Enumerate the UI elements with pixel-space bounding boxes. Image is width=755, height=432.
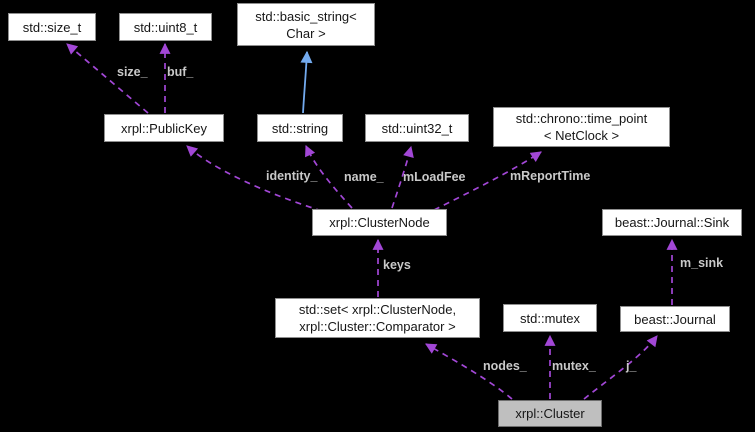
edge-size-arrow [66,43,149,114]
edge-label-size: size_ [117,65,148,79]
edge-label-name: name_ [344,170,384,184]
edge-label-mreporttime: mReportTime [510,169,591,183]
edge-label-identity: identity_ [266,169,318,183]
node-std-string: std::string [257,114,343,142]
node-label-line2: < NetClock > [543,128,620,143]
node-label-line2: Char > [286,25,326,41]
node-beast-journal-sink[interactable]: beast::Journal::Sink [602,209,742,236]
node-label: std::uint8_t [133,19,198,35]
edge-label-buf: buf_ [167,65,194,79]
node-label: xrpl::Cluster [515,406,585,421]
edge-name-arrow [305,144,353,209]
node-label: xrpl::PublicKey [121,120,207,136]
node-label: beast::Journal [634,311,716,327]
node-xrpl-publickey[interactable]: xrpl::PublicKey [104,114,224,142]
node-std-set-clusternode-comparator: std::set< xrpl::ClusterNode, xrpl::Clust… [275,298,480,338]
node-label: std::uint32_t [381,120,453,136]
edge-nodes-arrow [425,343,513,400]
node-std-chrono-time-point: std::chrono::time_point < NetClock > [493,107,670,147]
node-label-line2: xrpl::Cluster::Comparator > [299,319,456,334]
node-std-mutex: std::mutex [503,304,597,332]
node-label-line1: std::basic_string< [255,8,357,24]
node-std-uint8-t: std::uint8_t [119,13,212,41]
node-std-basic-string: std::basic_string< Char > [237,3,375,46]
node-xrpl-clusternode[interactable]: xrpl::ClusterNode [312,209,447,236]
edge-inheritance-string-to-basic-string [300,50,313,114]
edge-label-mutex: mutex_ [552,359,596,373]
node-xrpl-cluster-focus: xrpl::Cluster [498,400,602,427]
node-label: beast::Journal::Sink [614,215,730,230]
edge-load-fee-arrow [391,145,414,209]
node-std-uint32-t: std::uint32_t [365,114,469,142]
node-label: std::mutex [520,310,580,326]
node-label-line1: std::chrono::time_point [515,111,648,126]
node-beast-journal[interactable]: beast::Journal [620,306,730,332]
node-label: std::size_t [22,19,82,35]
edge-label-mloadfee: mLoadFee [403,170,466,184]
node-label-line1: std::set< xrpl::ClusterNode, [298,302,457,317]
edge-j-arrow [583,335,658,400]
edge-label-m-sink: m_sink [680,256,724,270]
edge-identity-arrow [186,145,323,212]
node-std-size-t: std::size_t [8,13,96,41]
node-label: std::string [271,120,329,136]
node-label: xrpl::ClusterNode [329,215,430,230]
edge-label-nodes: nodes_ [483,359,527,373]
edge-report-time-arrow [433,151,542,211]
edge-label-j: j_ [626,359,637,373]
edge-label-keys: keys [383,258,411,272]
